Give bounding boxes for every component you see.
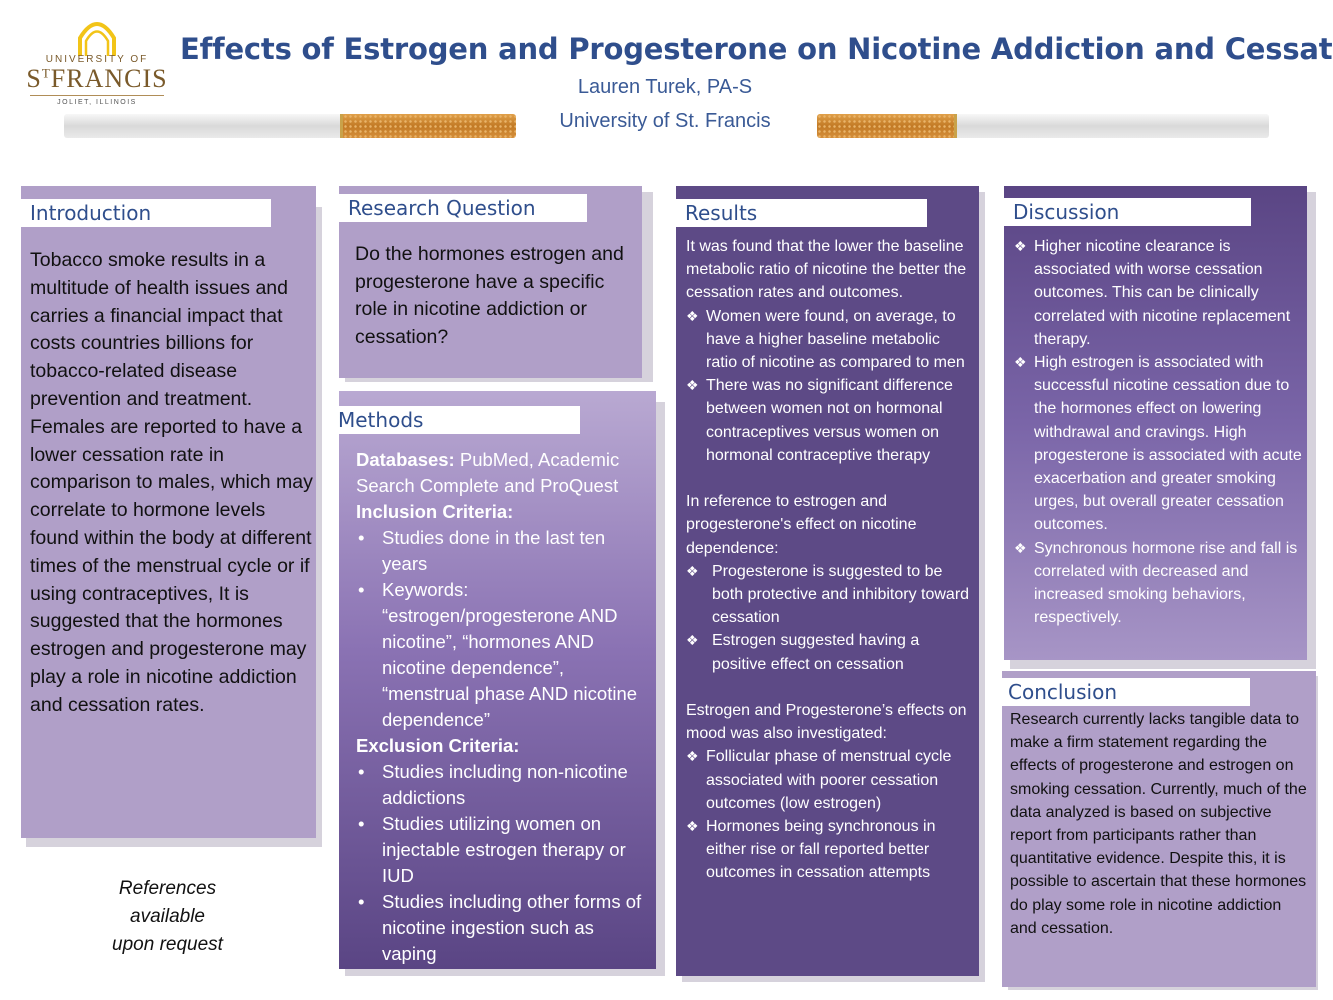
logo-st-francis: STFRANCIS [26,64,168,93]
list-item: Follicular phase of menstrual cycle asso… [686,745,972,815]
author-name: Lauren Turek, PA-S [577,76,753,98]
research-question-heading: Research Question [339,194,587,222]
university-logo: UNIVERSITY OF STFRANCIS JOLIET, ILLINOIS [22,12,172,106]
conclusion-panel [1002,671,1316,987]
exclusion-criteria-list: Studies including non-nicotine addiction… [356,759,648,967]
logo-divider [30,95,164,96]
arch-icon [78,22,116,56]
results-intro: It was found that the lower the baseline… [686,238,967,302]
list-item: Studies including non-nicotine addiction… [356,759,648,811]
list-item: Studies done in the last ten years [356,525,648,577]
introduction-body: Tobacco smoke results in a multitude of … [30,249,313,716]
results-intro-3: Estrogen and Progesterone’s effects on m… [686,702,967,743]
inclusion-criteria-label: Inclusion Criteria: [356,501,514,522]
list-item: Keywords: “estrogen/progesterone AND nic… [356,577,648,733]
introduction-heading: Introduction [21,199,271,227]
list-item: Higher nicotine clearance is associated … [1014,235,1304,351]
list-item: Studies utilizing women on injectable es… [356,811,648,889]
list-item: Progesterone is suggested to be both pro… [686,560,972,630]
methods-body: Databases: PubMed, Academic Search Compl… [356,447,648,967]
list-item: There was no significant difference betw… [686,374,972,467]
exclusion-criteria-label: Exclusion Criteria: [356,735,520,756]
inclusion-criteria-list: Studies done in the last ten years Keywo… [356,525,648,733]
results-intro-2: In reference to estrogen and progesteron… [686,493,917,557]
list-item: Estrogen suggested having a positive eff… [686,629,972,675]
references-note: References available upon request [112,878,223,955]
methods-databases: Databases: PubMed, Academic Search Compl… [356,449,620,496]
discussion-heading: Discussion [1004,198,1251,226]
research-question-body: Do the hormones estrogen and progesteron… [355,243,624,348]
list-item: Women were found, on average, to have a … [686,305,972,375]
conclusion-body: Research currently lacks tangible data t… [1010,711,1307,937]
list-item: High estrogen is associated with success… [1014,351,1304,537]
conclusion-heading: Conclusion [999,678,1250,706]
logo-city: JOLIET, ILLINOIS [57,99,137,106]
results-body: It was found that the lower the baseline… [686,235,972,885]
discussion-body: Higher nicotine clearance is associated … [1014,235,1304,629]
cigarette-left-image [64,114,516,138]
results-heading: Results [676,199,927,227]
logo-university-of: UNIVERSITY OF [45,54,149,65]
list-item: Hormones being synchronous in either ris… [686,815,972,885]
methods-heading: Methods [329,406,580,434]
affiliation: University of St. Francis [559,110,771,132]
poster-title: Effects of Estrogen and Progesterone on … [180,32,1333,66]
list-item: Studies including other forms of nicotin… [356,889,648,967]
introduction-panel [21,186,316,838]
list-item: Synchronous hormone rise and fall is cor… [1014,537,1304,630]
cigarette-right-image [817,114,1269,138]
